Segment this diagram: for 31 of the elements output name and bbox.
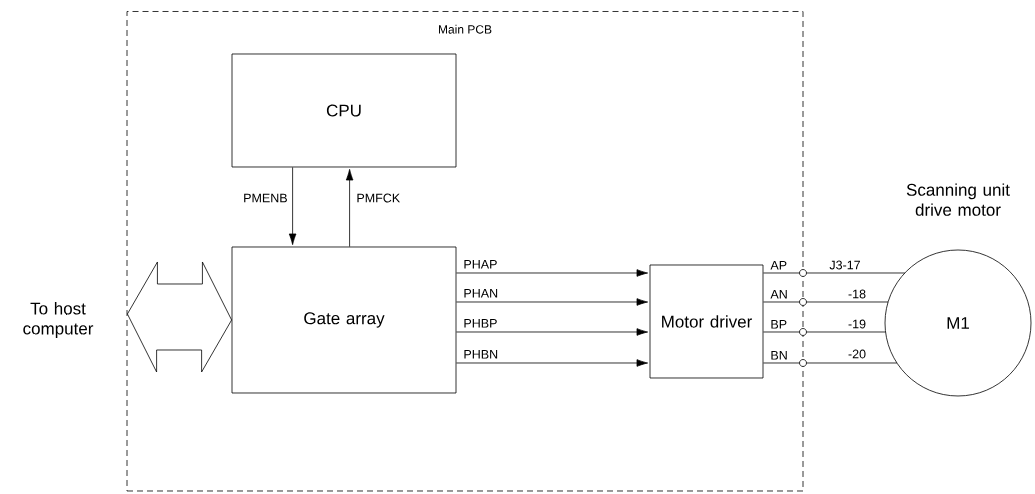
motor-caption: Scanning unit drive motor (906, 183, 1010, 216)
signal-label: BN (769, 350, 789, 361)
bus-arrow (127, 261, 232, 373)
signal-label: PHAN (462, 288, 500, 299)
arrow (288, 167, 297, 245)
gate-array-box: Gate array (231, 246, 457, 394)
signal-line (763, 272, 906, 274)
pin-label: -18 (848, 289, 866, 299)
signal-label: PHBP (462, 318, 499, 329)
arrow (456, 328, 648, 336)
driver-box: Motor driver (649, 264, 764, 379)
arrow (456, 359, 648, 367)
signal-label: PMENB (242, 192, 289, 204)
signal-line (763, 331, 886, 333)
signal-label: BP (769, 319, 789, 330)
host-label: To host computer (23, 302, 94, 338)
arrow (345, 169, 354, 247)
signal-label: PHAP (462, 259, 499, 270)
signal-label: PHBN (462, 349, 500, 360)
arrow (456, 298, 648, 306)
signal-line (763, 362, 898, 364)
pin-label: -20 (848, 349, 866, 359)
signal-label: PMFCK (355, 192, 402, 204)
signal-label: AP (769, 260, 789, 271)
arrow (456, 269, 648, 277)
board-label: Main PCB (439, 24, 492, 34)
signal-label: AN (769, 289, 789, 300)
signal-line (763, 301, 889, 303)
cpu-box: CPU (231, 53, 457, 168)
pin-label: J3-17 (829, 260, 860, 270)
pin-label: -19 (848, 319, 866, 329)
